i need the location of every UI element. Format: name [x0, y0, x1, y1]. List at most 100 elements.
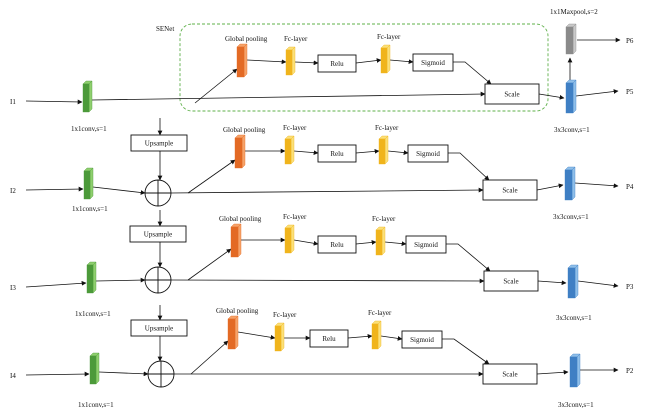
senet-region: [179, 23, 549, 112]
conv-to-output-2: [574, 182, 619, 189]
conv-out-label-4: 3x3conv,s=1: [558, 401, 594, 409]
add-circle-3: [144, 266, 172, 294]
conv-to-output-3: [577, 280, 619, 288]
to-add-line-2: [92, 186, 146, 195]
scale-box-2: [482, 179, 538, 201]
conv-in-label-2: 1x1conv,s=1: [72, 205, 108, 213]
branch-gp-1: [194, 68, 238, 104]
conv-to-output-1: [575, 89, 619, 97]
diagram-blocks: [82, 23, 581, 388]
upsample-box-2-label: Upsample: [144, 231, 172, 239]
fc1-block-4: [274, 322, 285, 352]
branch-gp-3: [187, 248, 232, 281]
fc2-block-1: [380, 44, 391, 74]
sigmoid-box-1: [412, 53, 454, 72]
global-pooling-label-3: Global pooling: [219, 215, 262, 223]
scale-box-1-label: Scale: [504, 91, 519, 99]
global-pooling-block-2: [234, 134, 246, 169]
output-label-2: P4: [626, 183, 634, 191]
conv-out-block-1: [565, 79, 577, 114]
scale-to-conv-2: [536, 183, 564, 191]
scale-to-conv-1: [538, 93, 565, 100]
sigmoid-to-scale-4: [442, 338, 490, 365]
fc1-block-1: [285, 46, 296, 76]
sigmoid-box-4-label: Sigmoid: [410, 336, 434, 344]
global-pooling-label-1: Global pooling: [225, 35, 268, 43]
input-line-2: [25, 186, 84, 192]
fc1-label-1: Fc-layer: [284, 35, 308, 43]
input-label-1: I1: [10, 98, 16, 106]
fc2-to-sigmoid-2: [387, 150, 409, 155]
sigmoid-box-2: [407, 144, 449, 163]
global-pooling-block-1: [236, 43, 248, 78]
fc1-to-relu-3: [293, 239, 319, 246]
scale-box-3-label: Scale: [503, 278, 518, 286]
conv-out-block-4: [569, 353, 581, 388]
conv-in-label-3: 1x1conv,s=1: [75, 310, 111, 318]
upsample-box-1: [130, 134, 188, 152]
scale-box-4: [482, 363, 538, 385]
relu-box-3-label: Relu: [330, 241, 344, 249]
relu-to-fc2-1: [355, 58, 382, 64]
sigmoid-box-3-label: Sigmoid: [414, 241, 438, 249]
upsample-box-1-label: Upsample: [145, 140, 173, 148]
sigmoid-box-2-label: Sigmoid: [416, 150, 440, 158]
conv-out-label-3: 3x3conv,s=1: [556, 314, 592, 322]
gp-to-fc1-1: [246, 59, 287, 65]
connector-lines: [25, 37, 621, 377]
main-to-scale-1: [91, 91, 486, 101]
global-pooling-label-2: Global pooling: [223, 126, 266, 134]
input-line-1: [25, 99, 83, 105]
fc1-label-2: Fc-layer: [283, 124, 307, 132]
conv-in-label-1: 1x1conv,s=1: [71, 125, 107, 133]
scale-to-conv-3: [537, 280, 567, 286]
relu-to-fc2-2: [355, 148, 380, 154]
conv-in-block-3: [86, 261, 97, 294]
add-circle-2: [144, 179, 172, 207]
fc1-to-relu-1: [294, 60, 319, 66]
scale-to-conv-4: [536, 369, 569, 375]
conv-in-label-4: 1x1conv,s=1: [78, 401, 114, 409]
conv-in-block-2: [83, 167, 94, 200]
relu-box-1: [317, 54, 357, 73]
relu-box-4-label: Relu: [322, 335, 336, 343]
scale-box-1: [484, 83, 540, 105]
relu-to-fc2-3: [355, 240, 377, 245]
sigmoid-box-3: [405, 235, 447, 254]
relu-box-2-label: Relu: [330, 150, 344, 158]
scale-box-2-label: Scale: [502, 187, 517, 195]
input-label-3: I3: [10, 284, 16, 292]
output-label-1: P5: [626, 88, 634, 96]
fc2-to-sigmoid-1: [389, 59, 414, 65]
fc2-label-2: Fc-layer: [375, 124, 399, 132]
sigmoid-to-scale-2: [448, 152, 490, 181]
fc2-to-sigmoid-3: [384, 241, 407, 246]
relu-box-4: [309, 329, 349, 348]
sigmoid-box-1-label: Sigmoid: [421, 59, 445, 67]
fc1-label-4: Fc-layer: [273, 311, 297, 319]
fc2-block-2: [378, 135, 389, 165]
upsample-box-2: [129, 225, 187, 243]
sigmoid-to-scale-1: [453, 61, 492, 85]
fc2-block-3: [375, 226, 386, 256]
upsample-box-3: [130, 319, 188, 337]
to-add-line-3: [95, 277, 146, 283]
fc2-label-4: Fc-layer: [368, 309, 392, 317]
upsample-box-3-label: Upsample: [145, 325, 173, 333]
branch-gp-4: [190, 340, 229, 375]
conv-out-label-1: 3x3conv,s=1: [554, 126, 590, 134]
fc2-to-sigmoid-4: [380, 335, 403, 341]
input-line-4: [25, 371, 90, 377]
conv-in-block-4: [89, 352, 100, 385]
fc1-block-3: [284, 224, 295, 254]
fc1-label-3: Fc-layer: [283, 213, 307, 221]
sigmoid-box-4: [401, 330, 443, 349]
conv-out-block-3: [567, 264, 579, 299]
main-to-scale-2: [170, 187, 484, 194]
fc2-block-4: [371, 320, 382, 350]
relu-box-1-label: Relu: [330, 60, 344, 68]
output-label-3: P3: [626, 283, 634, 291]
conv-out-label-2: 3x3conv,s=1: [553, 213, 589, 221]
relu-box-2: [317, 144, 357, 163]
